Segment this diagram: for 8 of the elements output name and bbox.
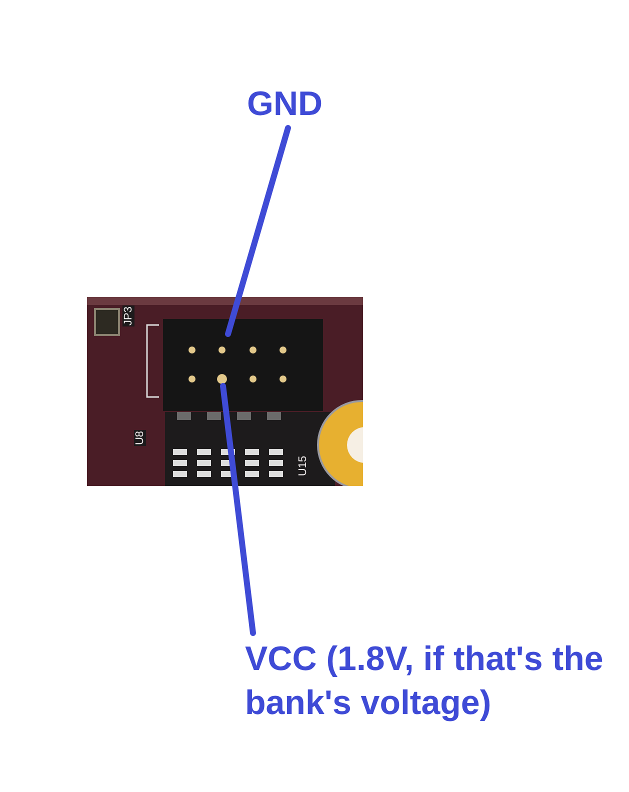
pin-label: VCC (1.8V, if that's the bank's voltage) bbox=[245, 637, 615, 725]
leader-line bbox=[225, 125, 291, 337]
leader-line bbox=[220, 383, 256, 636]
pin-label: GND bbox=[247, 82, 347, 126]
silkscreen-label: U8 bbox=[134, 430, 146, 446]
silkscreen-label: JP3 bbox=[122, 306, 134, 326]
silkscreen-label: U15 bbox=[297, 454, 310, 478]
header-pin bbox=[215, 372, 229, 386]
